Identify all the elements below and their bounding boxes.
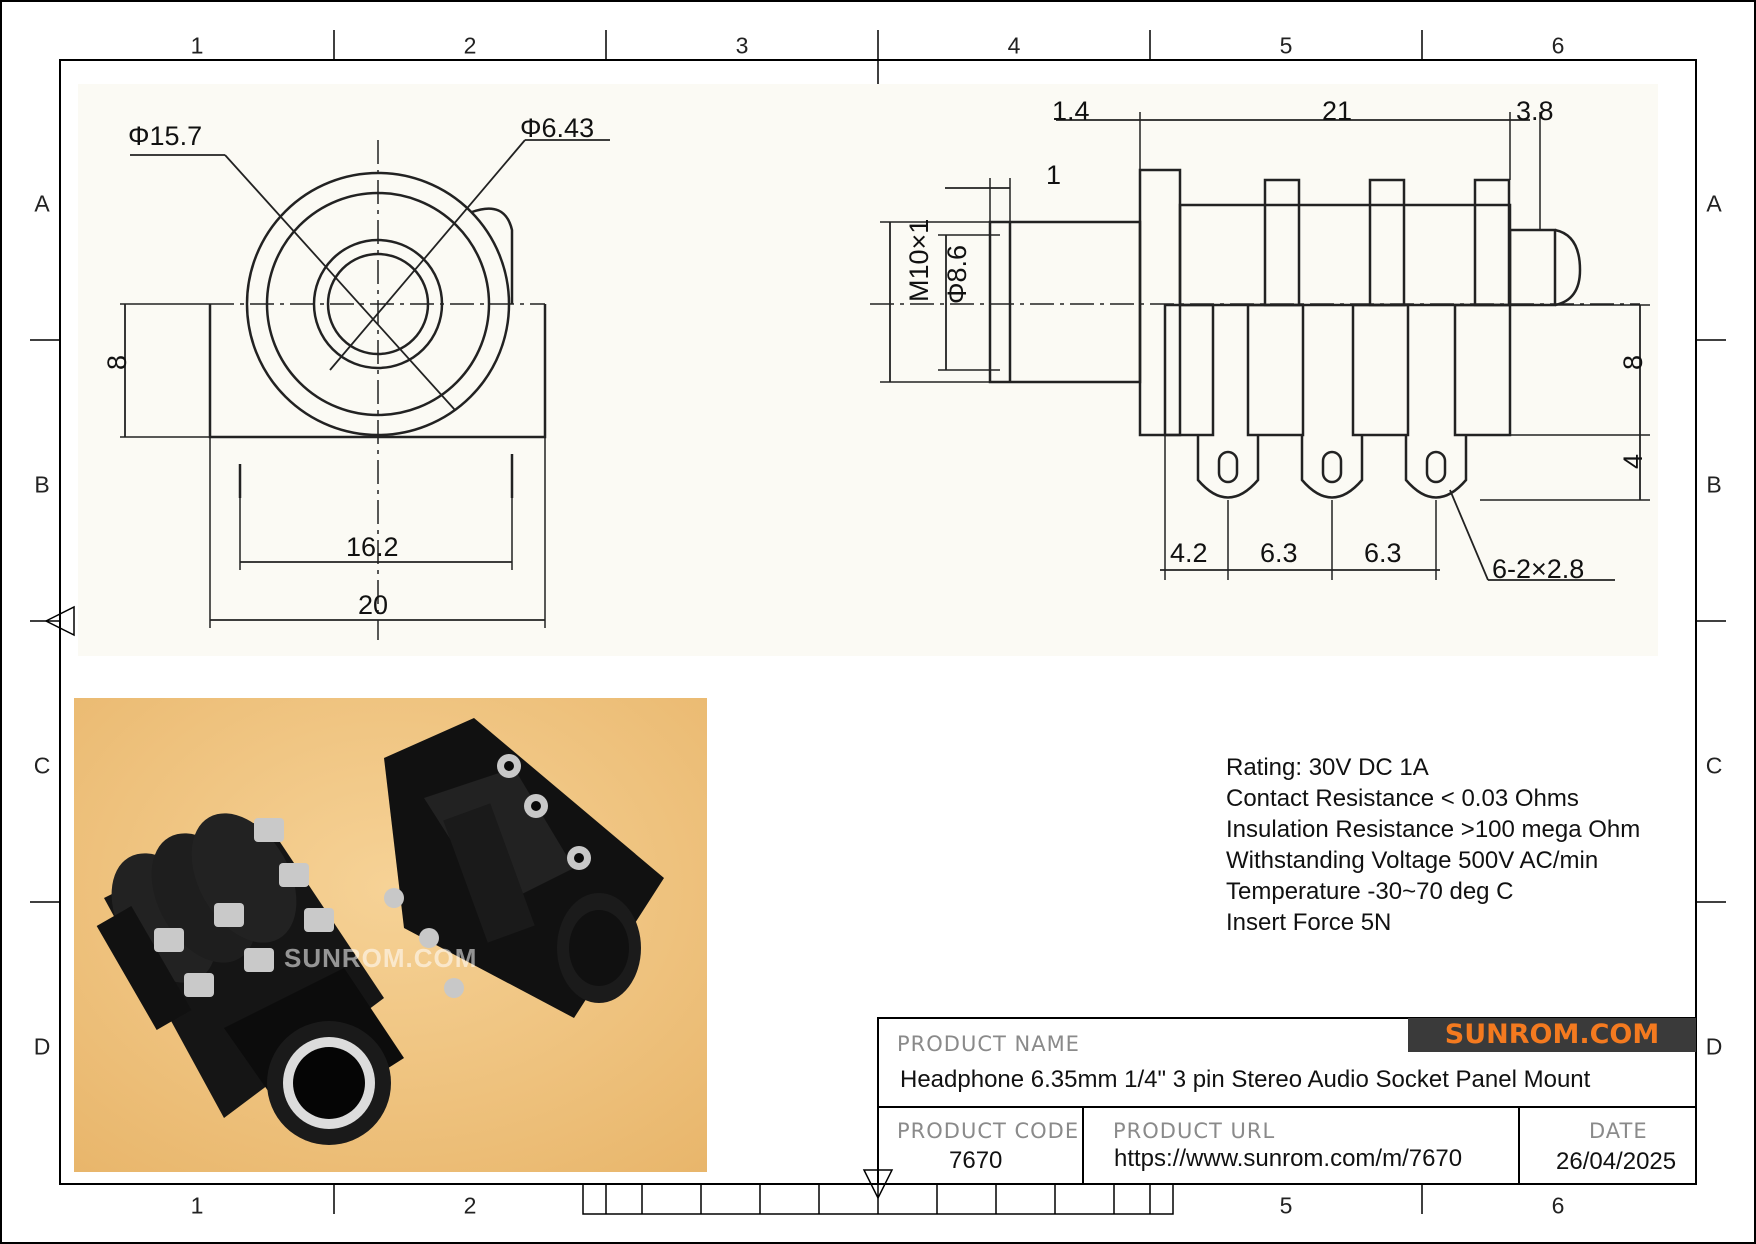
dim-outer-diameter: Φ15.7 bbox=[128, 121, 202, 151]
spec-withstanding-voltage: Withstanding Voltage 500V AC/min bbox=[1226, 847, 1599, 874]
zone-col-2-top: 2 bbox=[463, 32, 477, 59]
dim-thread: M10×1 bbox=[904, 219, 934, 302]
zone-col-4-top: 4 bbox=[1007, 32, 1021, 59]
dim-thread-step: 1 bbox=[1046, 160, 1061, 190]
product-url-link[interactable]: https://www.sunrom.com/m/7670 bbox=[1114, 1145, 1463, 1172]
zone-col-1-top: 1 bbox=[190, 32, 204, 59]
zone-col-5-bottom: 5 bbox=[1279, 1192, 1293, 1219]
photo-watermark: SUNROM.COM bbox=[284, 943, 478, 973]
zone-row-b-right: B bbox=[1706, 471, 1722, 498]
product-url-label: PRODUCT URL bbox=[1113, 1119, 1276, 1143]
dim-hole-diameter: Φ6.43 bbox=[520, 113, 594, 143]
zone-row-a-right: A bbox=[1706, 190, 1722, 217]
spec-insulation-resistance: Insulation Resistance >100 mega Ohm bbox=[1226, 816, 1641, 843]
zone-col-6-top: 6 bbox=[1551, 32, 1565, 59]
product-name: Headphone 6.35mm 1/4" 3 pin Stereo Audio… bbox=[900, 1066, 1591, 1093]
product-name-label: PRODUCT NAME bbox=[897, 1032, 1080, 1056]
dim-front-height: 8 bbox=[102, 355, 132, 370]
product-code-label: PRODUCT CODE bbox=[897, 1119, 1080, 1143]
zone-row-b-left: B bbox=[34, 471, 50, 498]
dim-pin-pitch-2: 6.3 bbox=[1364, 538, 1402, 568]
zone-row-d-right: D bbox=[1705, 1033, 1723, 1060]
dim-pin-first: 4.2 bbox=[1170, 538, 1208, 568]
dim-pin-pitch-1: 6.3 bbox=[1260, 538, 1298, 568]
spec-temperature: Temperature -30~70 deg C bbox=[1226, 878, 1514, 905]
date-label: DATE bbox=[1589, 1119, 1648, 1143]
dim-body-height: 8 bbox=[1618, 355, 1648, 370]
zone-col-2-bottom: 2 bbox=[463, 1192, 477, 1219]
zone-col-6-bottom: 6 bbox=[1551, 1192, 1565, 1219]
dim-tip: 3.8 bbox=[1516, 96, 1554, 126]
front-view bbox=[120, 139, 610, 640]
dim-body-length: 21 bbox=[1322, 96, 1352, 126]
spec-rating: Rating: 30V DC 1A bbox=[1226, 754, 1429, 781]
spec-insert-force: Insert Force 5N bbox=[1226, 909, 1392, 936]
side-view bbox=[870, 112, 1650, 581]
centering-mark-left bbox=[44, 605, 75, 637]
dim-flange: 1.4 bbox=[1052, 96, 1090, 126]
specifications-list: Rating: 30V DC 1A Contact Resistance < 0… bbox=[1226, 752, 1640, 938]
product-photo: SUNROM.COM bbox=[74, 698, 707, 1172]
product-code: 7670 bbox=[949, 1147, 1003, 1174]
dim-pin-spacing: 16.2 bbox=[346, 532, 399, 562]
zone-row-c-right: C bbox=[1705, 752, 1723, 779]
zone-row-a-left: A bbox=[34, 190, 50, 217]
zone-row-c-left: C bbox=[33, 752, 51, 779]
spec-contact-resistance: Contact Resistance < 0.03 Ohms bbox=[1226, 785, 1579, 812]
zone-col-3-top: 3 bbox=[735, 32, 749, 59]
jack-left bbox=[96, 813, 404, 1145]
zone-row-d-left: D bbox=[33, 1033, 51, 1060]
zone-col-1-bottom: 1 bbox=[190, 1192, 204, 1219]
date-value: 26/04/2025 bbox=[1556, 1148, 1677, 1175]
dim-pin-hole: 6-2×2.8 bbox=[1492, 554, 1584, 584]
sunrom-logo: SUNROM.COM bbox=[1408, 1018, 1696, 1052]
dim-front-width: 20 bbox=[358, 590, 388, 620]
title-block bbox=[877, 1017, 1697, 1185]
dim-barrel-diameter: Φ8.6 bbox=[942, 245, 972, 304]
jack-right bbox=[384, 718, 664, 1018]
dim-pin-length: 4 bbox=[1618, 454, 1648, 469]
zone-col-5-top: 5 bbox=[1279, 32, 1293, 59]
